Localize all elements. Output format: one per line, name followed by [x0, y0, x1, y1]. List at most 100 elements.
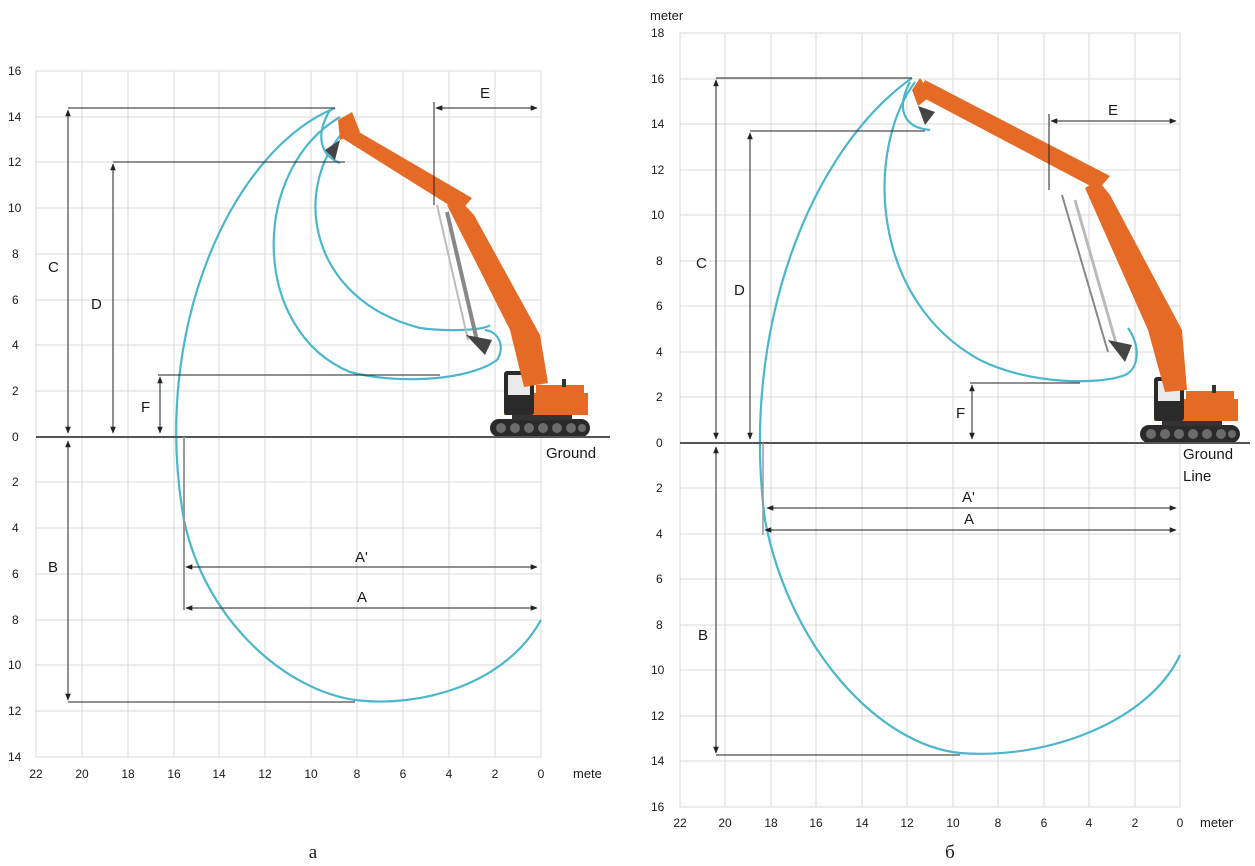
y-tick: 6 [12, 567, 19, 581]
dimension-labels-b: C D F B E A' A [696, 102, 1118, 644]
x-unit-label-b: meter [1200, 815, 1234, 830]
x-tick: 12 [258, 767, 272, 781]
x-tick: 2 [1132, 816, 1139, 830]
y-tick: 18 [651, 26, 665, 40]
y-tick: 4 [12, 521, 19, 535]
dim-label-a: A [357, 589, 367, 606]
x-axis-ticks-a: 22 20 18 16 14 12 10 8 6 4 2 0 [29, 767, 544, 781]
excavator-a [325, 112, 590, 437]
dim-label-e: E [1108, 102, 1118, 119]
y-tick: 6 [656, 572, 663, 586]
dim-label-a-prime: A' [355, 549, 368, 566]
y-tick: 10 [8, 658, 22, 672]
x-tick: 22 [673, 816, 687, 830]
grid-a [35, 70, 542, 758]
y-tick: 8 [12, 247, 19, 261]
ground-label-a: Ground [546, 445, 596, 462]
max-reach-envelope-a [175, 106, 542, 703]
y-tick: 8 [12, 613, 19, 627]
dim-label-f: F [956, 405, 965, 422]
y-tick: 12 [651, 709, 665, 723]
caption-b: б [945, 842, 955, 863]
dim-label-c: C [696, 255, 707, 272]
x-tick: 16 [809, 816, 823, 830]
ground-label-b-line1: Ground [1183, 446, 1233, 463]
y-tick: 14 [8, 110, 22, 124]
y-tick: 12 [8, 704, 22, 718]
dim-label-d: D [91, 296, 102, 313]
x-tick: 8 [354, 767, 361, 781]
dimensions-a [65, 102, 538, 703]
x-tick: 6 [400, 767, 407, 781]
x-tick: 14 [855, 816, 869, 830]
dim-label-a: A [964, 511, 974, 528]
x-tick: 18 [764, 816, 778, 830]
x-tick: 14 [212, 767, 226, 781]
y-axis-ticks-b: 18 16 14 12 10 8 6 4 2 0 2 4 6 8 10 12 1… [651, 26, 665, 814]
ground-label-b-line2: Line [1183, 468, 1211, 485]
y-tick: 14 [651, 754, 665, 768]
x-tick: 22 [29, 767, 43, 781]
y-tick: 2 [656, 481, 663, 495]
grid-b [679, 32, 1181, 808]
y-tick: 8 [656, 254, 663, 268]
y-tick: 6 [12, 293, 19, 307]
y-tick: 6 [656, 299, 663, 313]
y-tick: 16 [8, 64, 22, 78]
y-tick: 14 [8, 750, 22, 764]
x-tick: 0 [1177, 816, 1184, 830]
y-tick: 4 [656, 527, 663, 541]
y-tick: 10 [8, 201, 22, 215]
y-tick: 2 [12, 475, 19, 489]
y-tick: 12 [8, 155, 22, 169]
x-unit-label-a: mete [573, 766, 602, 781]
digging-envelope-b [883, 81, 1138, 383]
dim-label-e: E [480, 85, 490, 102]
bucket-curl-a [320, 109, 341, 165]
diagram-b: meter 18 16 14 12 10 8 6 4 2 0 2 4 6 8 1… [650, 8, 1250, 863]
y-tick: 8 [656, 618, 663, 632]
y-tick: 4 [12, 338, 19, 352]
x-tick: 16 [167, 767, 181, 781]
y-unit-label-b: meter [650, 8, 684, 23]
x-tick: 10 [304, 767, 318, 781]
x-tick: 8 [995, 816, 1002, 830]
x-tick: 20 [75, 767, 89, 781]
dimensions-b [713, 77, 1177, 756]
y-tick: 0 [12, 430, 19, 444]
excavator-b [912, 78, 1240, 443]
x-tick: 10 [946, 816, 960, 830]
y-tick: 2 [656, 390, 663, 404]
diagram-a: 16 14 12 10 8 6 4 2 0 2 4 6 8 10 12 14 2… [8, 64, 610, 863]
y-tick: 10 [651, 208, 665, 222]
x-tick: 2 [492, 767, 499, 781]
max-reach-envelope-b [758, 77, 1181, 755]
y-tick: 16 [651, 800, 665, 814]
y-tick: 16 [651, 72, 665, 86]
x-tick: 6 [1041, 816, 1048, 830]
dim-label-c: C [48, 259, 59, 276]
x-axis-ticks-b: 22 20 18 16 14 12 10 8 6 4 2 0 [673, 816, 1183, 830]
y-tick: 4 [656, 345, 663, 359]
dim-label-b: B [48, 559, 58, 576]
bucket-curl-b [901, 81, 931, 132]
x-tick: 0 [538, 767, 545, 781]
dim-label-f: F [141, 399, 150, 416]
y-tick: 10 [651, 663, 665, 677]
dim-label-a-prime: A' [962, 489, 975, 506]
x-tick: 12 [900, 816, 914, 830]
y-tick: 14 [651, 117, 665, 131]
caption-a: a [309, 842, 318, 863]
y-tick: 2 [12, 384, 19, 398]
x-tick: 4 [1086, 816, 1093, 830]
x-tick: 4 [446, 767, 453, 781]
y-tick: 0 [656, 436, 663, 450]
dim-label-d: D [734, 282, 745, 299]
y-tick: 12 [651, 163, 665, 177]
x-tick: 18 [121, 767, 135, 781]
digging-envelope-inner-a [272, 116, 502, 381]
dim-label-b: B [698, 627, 708, 644]
x-tick: 20 [718, 816, 732, 830]
y-axis-ticks-a: 16 14 12 10 8 6 4 2 0 2 4 6 8 10 12 14 [8, 64, 22, 764]
